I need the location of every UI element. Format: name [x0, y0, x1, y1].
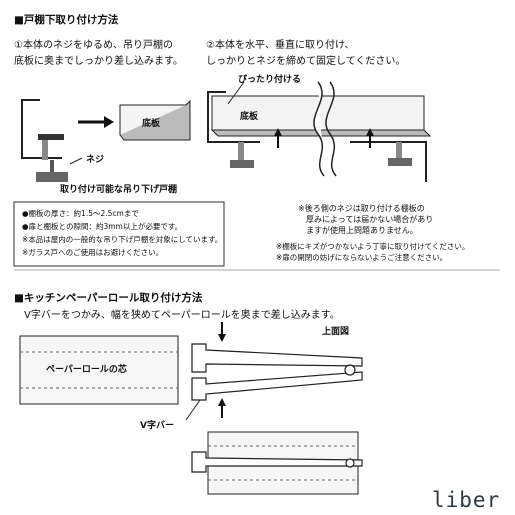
label-flush-fit: ぴったり付ける	[238, 75, 302, 85]
note-scratch: ※棚板にキズがつかないよう丁寧に取り付けてください。	[276, 242, 470, 251]
bracket-pad-left	[38, 134, 64, 140]
watermark-logo: liber	[432, 488, 501, 512]
v-bar-label: V字バー	[140, 421, 174, 431]
label-bottom-board-left: 底板	[142, 119, 161, 129]
screw-shaft-left	[42, 140, 48, 160]
step2-line1: ②本体を水平、垂直に取り付け、	[206, 40, 355, 51]
v-bar-diagram	[191, 343, 363, 401]
note-back-screw-3: ますが使用上問題ありません。	[306, 226, 418, 235]
cabinet-item-1: ●棚板の厚さ：約1.5〜2.5cmまで	[22, 209, 139, 218]
paper-roll-body	[19, 335, 179, 405]
cabinet-box-frame	[13, 201, 225, 267]
section1-heading: ■戸棚下取り付け方法	[14, 14, 119, 26]
cabinet-item-2: ●扉と棚板との隙間：約3mm以上が必要です。	[22, 222, 183, 231]
note-back-screw-1: ※後ろ側のネジは取り付ける棚板の	[298, 204, 425, 213]
break-line-icon	[313, 81, 325, 177]
note-back-screw-2: 厚みによっては届かない場合があり	[306, 215, 434, 224]
screw-pointer	[69, 157, 83, 165]
section2-heading: ■キッチンペーパーロール取り付け方法	[14, 292, 203, 304]
section2-instruction: V字バーをつかみ、幅を狭めてペーパーロールを奥まで差し込みます。	[24, 310, 340, 321]
label-screw: ネジ	[86, 155, 105, 165]
cabinet-item-4: ※ガラス戸へのご使用はお避けください。	[22, 248, 164, 257]
step1-line2: 底板に奥までしっかり差し込みます。	[14, 56, 183, 67]
step1-line1: ①本体のネジをゆるめ、吊り戸棚の	[14, 40, 173, 51]
step2-line2: しっかりとネジを締めて固定してください。	[206, 56, 406, 67]
insert-arrow-icon	[78, 116, 114, 128]
screw-knob-left	[36, 172, 68, 182]
v-bar-inserted	[191, 451, 363, 473]
cabinet-box-title: 取り付け可能な吊り下げ戸棚	[60, 185, 178, 195]
squeeze-arrow-icon	[218, 322, 226, 418]
label-bottom-board-right: 底板	[240, 112, 259, 122]
up-arrow-icon	[274, 128, 374, 148]
bracket-right-a	[207, 91, 260, 143]
note-door: ※扉の開閉の妨げにならないようご注意ください。	[276, 253, 448, 262]
paper-roll-core-label: ペーパーロールの芯	[46, 365, 127, 375]
cabinet-item-3: ※本品は屋内の一般的な吊り下げ戸棚を対象にしています。	[22, 235, 223, 244]
bracket-right-b	[350, 141, 427, 182]
top-view-label: 上面図	[322, 327, 350, 337]
